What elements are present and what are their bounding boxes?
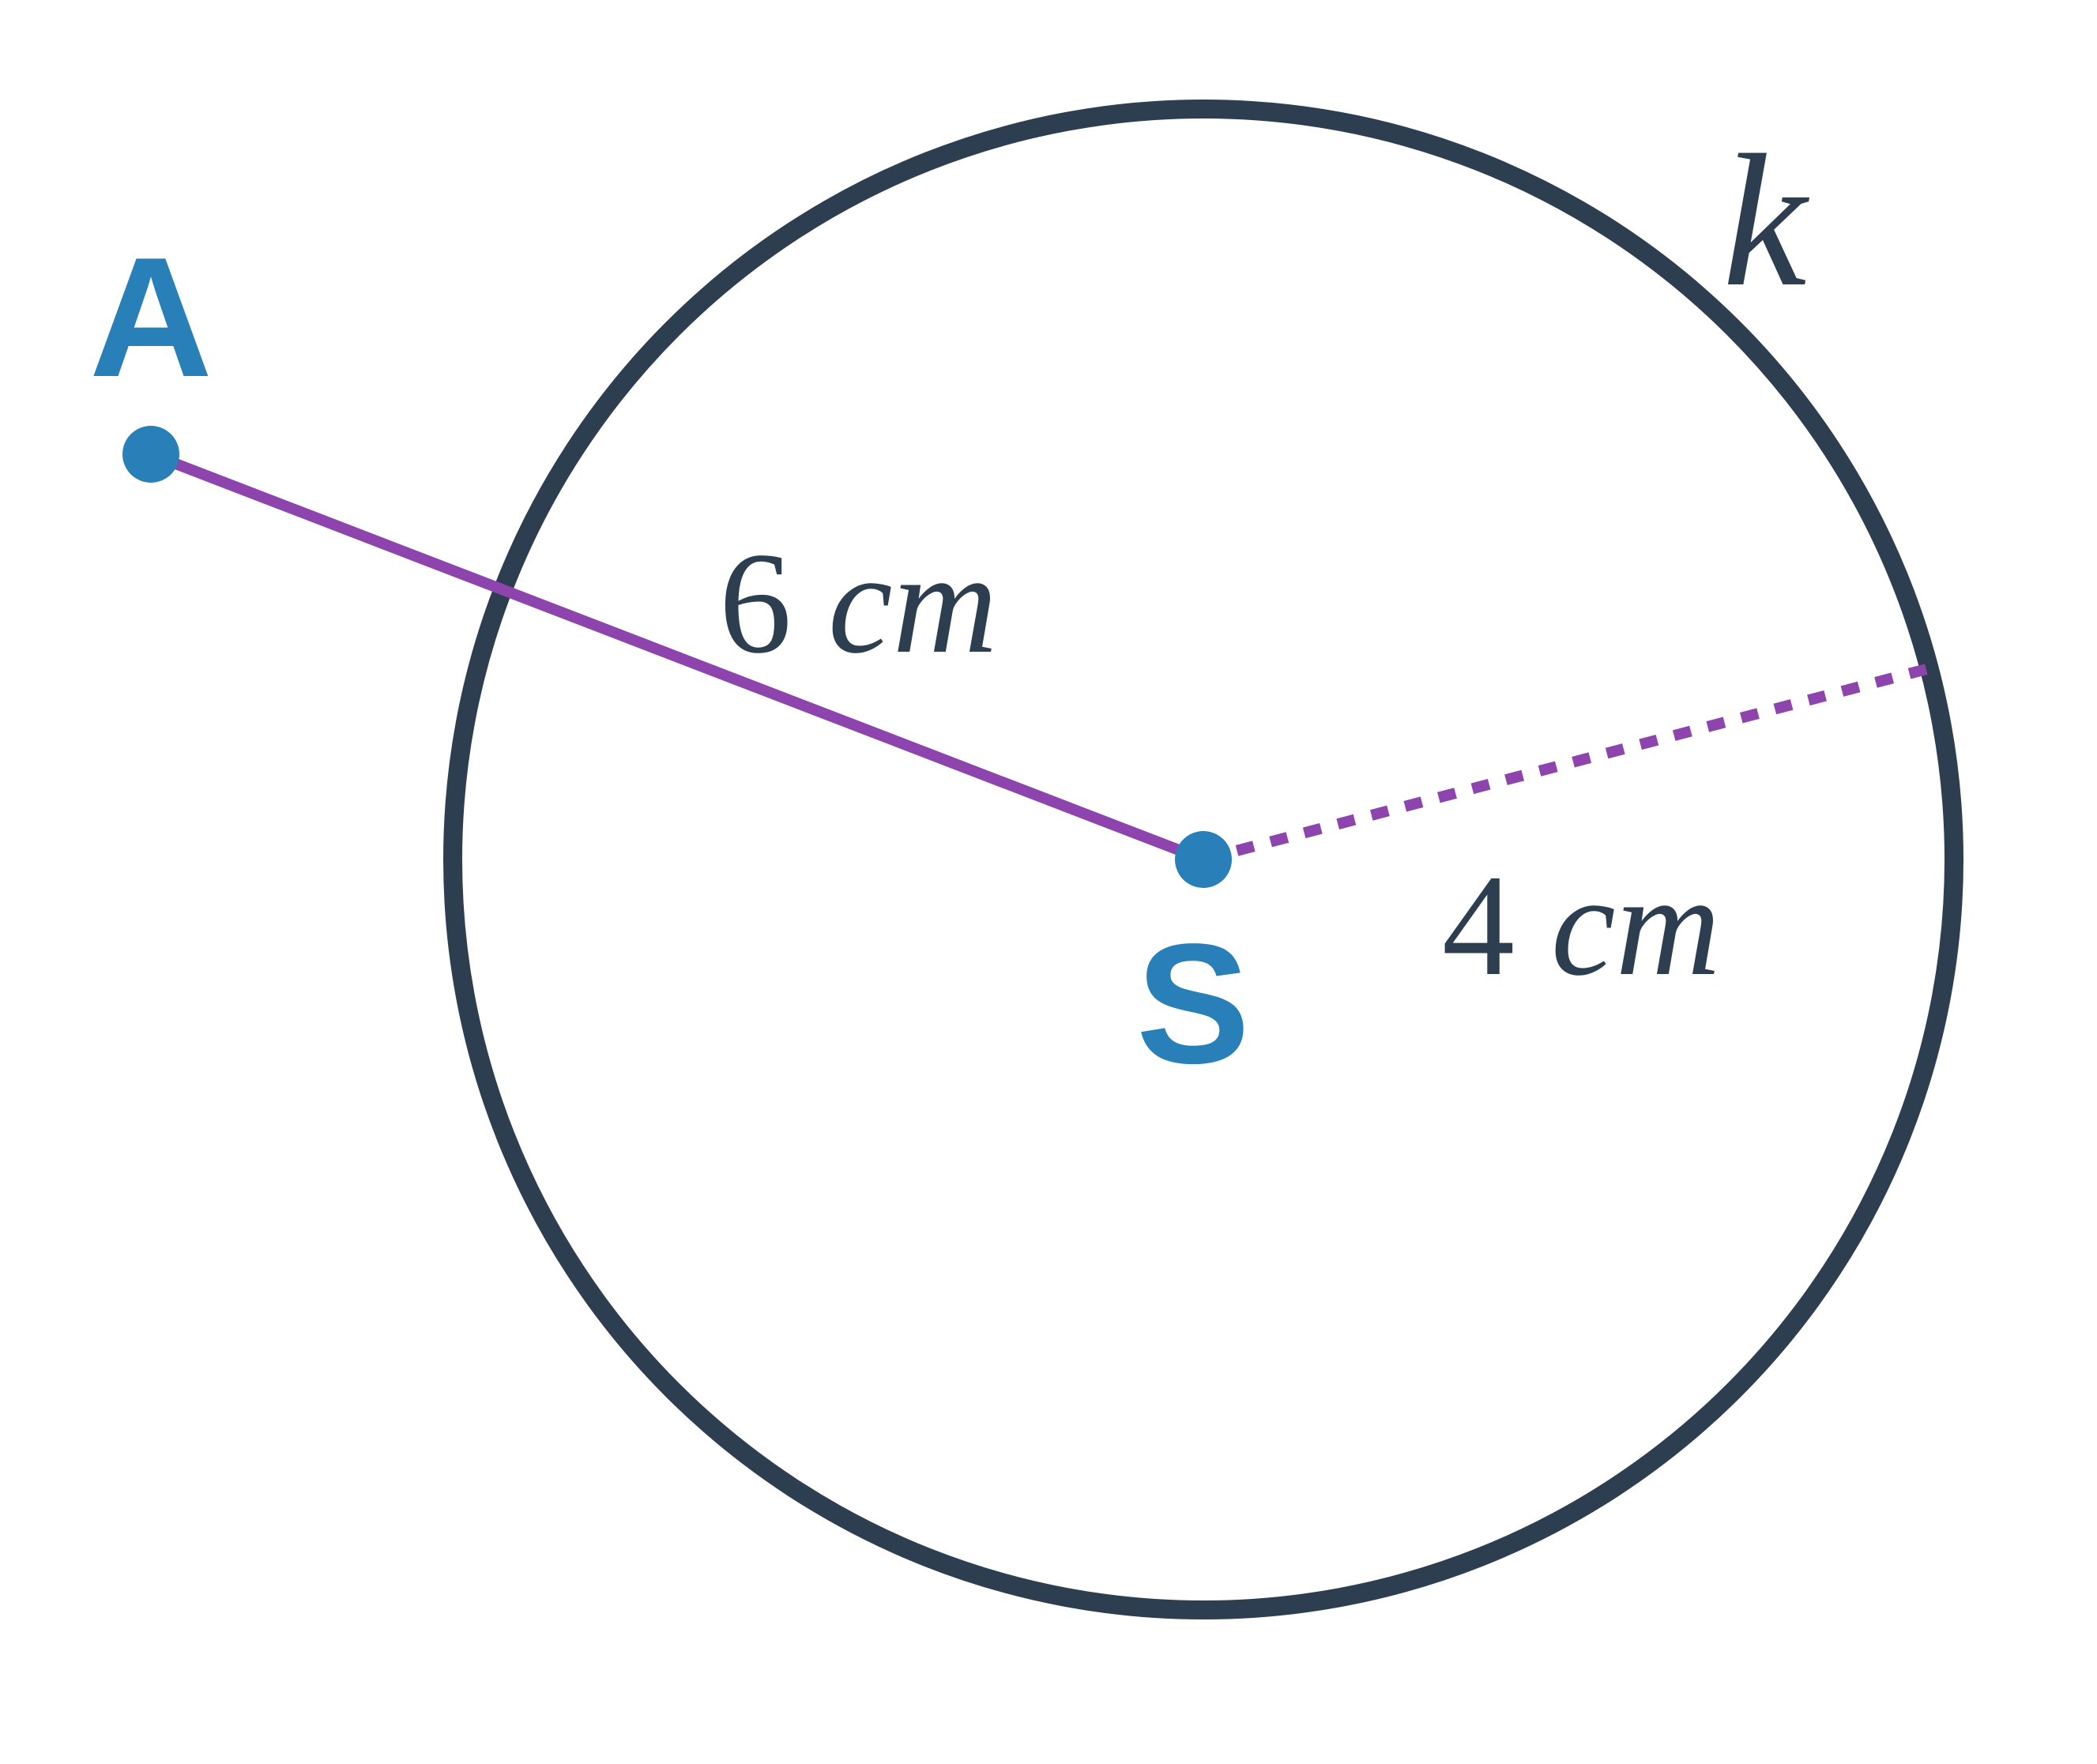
circle-k	[443, 100, 1963, 1619]
radius-segment	[1202, 663, 1931, 865]
point-s-label: S	[1136, 908, 1250, 1099]
radius-number: 4	[1442, 844, 1515, 1006]
point-s	[1175, 831, 1232, 888]
segment-as-unit: cm	[828, 522, 998, 683]
radius-unit: cm	[1551, 844, 1721, 1006]
point-a	[122, 426, 179, 483]
point-a-label: A	[89, 221, 213, 412]
segment-as	[145, 449, 1209, 865]
segment-as-number: 6	[719, 522, 792, 683]
circle-label: k	[1722, 115, 1810, 325]
